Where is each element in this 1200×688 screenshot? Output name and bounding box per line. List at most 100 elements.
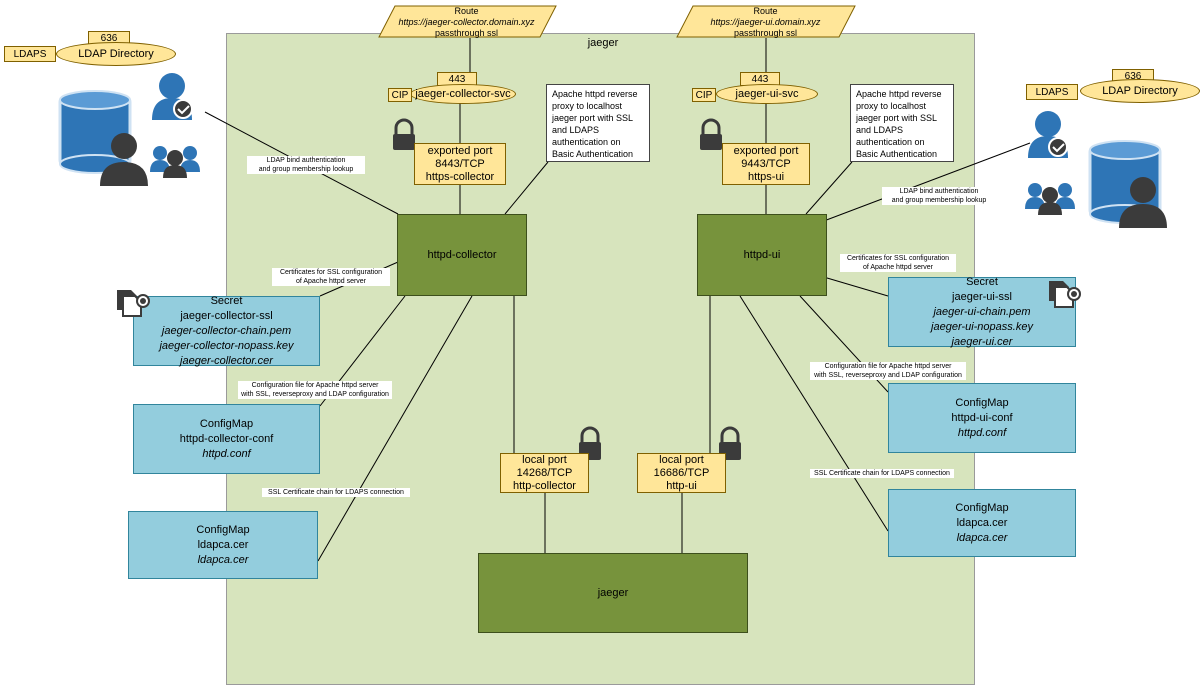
edge-label-config-right: Configuration file for Apache httpd serv… — [810, 362, 966, 380]
local-port-collector-line1: local port — [522, 453, 567, 466]
pod-httpd-ui[interactable]: httpd-ui — [697, 214, 827, 296]
exported-port-ui-line1: exported port — [733, 144, 799, 157]
collector-svc[interactable]: jaeger-collector-svc — [410, 84, 516, 104]
edge-label-line: LDAP bind authentication — [899, 188, 979, 195]
edge-label-line: and group membership lookup — [891, 197, 987, 204]
local-port-collector-line3: http-collector — [513, 479, 576, 492]
configmap-ldapca-left-name: ldapca.cer — [197, 538, 249, 551]
database-icon — [58, 90, 132, 174]
edge-label-line: Configuration file for Apache httpd serv… — [251, 382, 379, 389]
route-collector[interactable]: Route https://jaeger-collector.domain.xy… — [385, 6, 548, 39]
configmap-ldapca-right[interactable]: ConfigMap ldapca.cer ldapca.cer — [888, 489, 1076, 557]
group-icon — [1025, 183, 1075, 215]
local-port-ui-line1: local port — [659, 453, 704, 466]
pod-httpd-collector[interactable]: httpd-collector — [397, 214, 527, 296]
lock-icon — [393, 118, 415, 150]
ldap-right-directory[interactable]: LDAP Directory — [1080, 79, 1200, 103]
configmap-ldapca-left-kind: ConfigMap — [196, 523, 250, 536]
verified-user-icon — [1028, 111, 1068, 158]
certificate-icon — [1049, 281, 1081, 308]
secret-ui-kind: Secret — [966, 275, 998, 288]
ui-svc-cip: CIP — [692, 88, 716, 102]
local-port-ui-line2: 16686/TCP — [653, 466, 710, 479]
lock-icon — [700, 118, 722, 150]
ldap-left-protocol: LDAPS — [4, 46, 56, 62]
exported-port-collector[interactable]: exported port 8443/TCP https-collector — [414, 143, 506, 185]
configmap-ldapca-right-name: ldapca.cer — [956, 516, 1008, 529]
exported-port-collector-line3: https-collector — [425, 170, 495, 183]
configmap-httpd-ui-kind: ConfigMap — [955, 396, 1009, 409]
configmap-ldapca-right-kind: ConfigMap — [955, 501, 1009, 514]
secret-collector-file: jaeger-collector-chain.pem — [161, 324, 292, 337]
edge-label-line: Certificates for SSL configuration — [846, 255, 950, 262]
local-port-ui[interactable]: local port 16686/TCP http-ui — [637, 453, 726, 493]
configmap-ldapca-left-file: ldapca.cer — [197, 553, 249, 566]
edge-label-ldap-bind-left: LDAP bind authentication and group membe… — [247, 156, 365, 174]
certificate-icon — [117, 290, 150, 317]
configmap-ldapca-left[interactable]: ConfigMap ldapca.cer ldapca.cer — [128, 511, 318, 579]
route-collector-title: Route — [454, 6, 479, 16]
collector-svc-cip: CIP — [388, 88, 412, 102]
edge-label-config-left: Configuration file for Apache httpd serv… — [238, 381, 392, 399]
configmap-httpd-collector-name: httpd-collector-conf — [179, 432, 274, 445]
secret-collector-file: jaeger-collector-nopass.key — [159, 339, 294, 352]
secret-collector-ssl[interactable]: Secret jaeger-collector-ssl jaeger-colle… — [133, 294, 320, 367]
configmap-httpd-collector-file: httpd.conf — [202, 447, 251, 460]
edge-label-line: of Apache httpd server — [862, 264, 934, 271]
route-ui-title: Route — [753, 6, 778, 16]
route-ui[interactable]: Route https://jaeger-ui.domain.xyz passt… — [684, 6, 847, 39]
note-ui-proxy: Apache httpd reverse proxy to localhost … — [850, 84, 954, 162]
exported-port-ui-line3: https-ui — [747, 170, 785, 183]
secret-collector-kind: Secret — [210, 294, 243, 307]
configmap-httpd-ui-file: httpd.conf — [957, 426, 1007, 439]
secret-collector-file: jaeger-collector.cer — [180, 354, 273, 367]
user-icon — [1119, 177, 1167, 228]
configmap-httpd-ui-name: httpd-ui-conf — [951, 411, 1013, 424]
edge-label-certs-right: Certificates for SSL configuration of Ap… — [840, 254, 956, 272]
configmap-ldapca-right-file: ldapca.cer — [956, 531, 1008, 544]
pod-jaeger[interactable]: jaeger — [478, 553, 748, 633]
exported-port-ui-line2: 9443/TCP — [741, 157, 791, 170]
edge-label-line: with SSL, reverseproxy and LDAP configur… — [241, 391, 389, 398]
ldap-left-directory[interactable]: LDAP Directory — [56, 42, 176, 66]
route-collector-host: https://jaeger-collector.domain.xyz — [398, 17, 535, 27]
ui-svc[interactable]: jaeger-ui-svc — [716, 84, 818, 104]
secret-ui-file: jaeger-ui.cer — [951, 335, 1013, 348]
secret-ui-ssl[interactable]: Secret jaeger-ui-ssl jaeger-ui-chain.pem… — [888, 275, 1076, 348]
edge-label-line: with SSL, reverseproxy and LDAP configur… — [814, 372, 962, 379]
route-ui-host: https://jaeger-ui.domain.xyz — [710, 17, 821, 27]
configmap-httpd-collector[interactable]: ConfigMap httpd-collector-conf httpd.con… — [133, 404, 320, 474]
exported-port-ui[interactable]: exported port 9443/TCP https-ui — [722, 143, 810, 185]
configmap-httpd-collector-kind: ConfigMap — [199, 417, 254, 430]
secret-ui-file: jaeger-ui-chain.pem — [933, 305, 1031, 318]
ldap-right-protocol: LDAPS — [1026, 84, 1078, 100]
edge-label-line: Configuration file for Apache httpd serv… — [824, 363, 952, 370]
edge-label-sslchain-left: SSL Certificate chain for LDAPS connecti… — [262, 488, 410, 497]
secret-ui-file: jaeger-ui-nopass.key — [931, 320, 1033, 333]
local-port-collector[interactable]: local port 14268/TCP http-collector — [500, 453, 589, 493]
route-collector-mode: passthrough ssl — [434, 28, 499, 38]
namespace-title: jaeger — [587, 37, 619, 49]
edge-label-ldap-bind-right: LDAP bind authentication and group membe… — [882, 187, 996, 205]
note-collector-proxy: Apache httpd reverse proxy to localhost … — [546, 84, 650, 162]
exported-port-collector-line1: exported port — [427, 144, 493, 157]
edge-label-certs-left: Certificates for SSL configuration of Ap… — [272, 268, 390, 286]
user-icon — [100, 133, 148, 186]
local-port-ui-line3: http-ui — [666, 479, 697, 492]
route-ui-mode: passthrough ssl — [733, 28, 798, 38]
secret-ui-name: jaeger-ui-ssl — [952, 290, 1012, 303]
secret-collector-name: jaeger-collector-ssl — [180, 309, 273, 322]
local-port-collector-line2: 14268/TCP — [516, 466, 573, 479]
edge-label-sslchain-right: SSL Certificate chain for LDAPS connecti… — [810, 469, 954, 478]
exported-port-collector-line2: 8443/TCP — [435, 157, 485, 170]
verified-user-icon — [152, 73, 193, 120]
edge-label-line: LDAP bind authentication — [266, 157, 346, 164]
edge-label-line: Certificates for SSL configuration — [279, 269, 383, 276]
group-icon — [150, 146, 200, 178]
configmap-httpd-ui[interactable]: ConfigMap httpd-ui-conf httpd.conf — [888, 383, 1076, 453]
